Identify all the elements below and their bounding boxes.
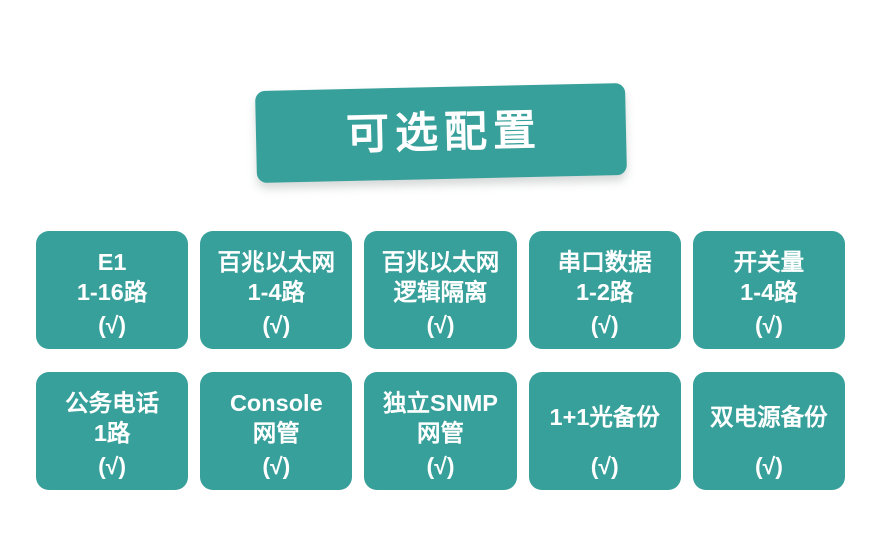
feature-card-text: 1+1光备份 [529, 382, 681, 455]
feature-card-line: 1-16路 [76, 278, 148, 305]
page-title: 可选配置 [345, 106, 543, 159]
check-mark-icon: (√) [98, 453, 127, 479]
feature-card-text: 双电源备份 [693, 382, 845, 455]
feature-card-grid: E1 1-16路 (√) 百兆以太网 1-4路 (√) 百兆以太网 逻辑隔离 (… [36, 231, 846, 490]
feature-card-line: 开关量 [733, 249, 805, 276]
feature-card-text: 百兆以太网 逻辑隔离 [364, 241, 516, 314]
feature-card-line: 网管 [252, 419, 300, 446]
feature-card-console-management[interactable]: Console 网管 (√) [200, 372, 353, 490]
check-mark-icon: (√) [754, 453, 783, 479]
check-mark-icon: (√) [262, 453, 291, 479]
check-mark-icon: (√) [590, 312, 619, 338]
feature-card-line: 串口数据 [557, 249, 652, 276]
feature-card-fast-ethernet[interactable]: 百兆以太网 1-4路 (√) [200, 231, 353, 349]
feature-card-switching-value[interactable]: 开关量 1-4路 (√) [692, 231, 846, 349]
feature-card-line: 独立SNMP [383, 390, 498, 417]
feature-card-line: 1-2路 [575, 278, 634, 305]
feature-card-e1[interactable]: E1 1-16路 (√) [36, 231, 189, 349]
check-mark-icon: (√) [262, 312, 291, 338]
section-banner-shape: 可选配置 [255, 82, 627, 184]
feature-card-line: 公务电话 [65, 390, 160, 417]
feature-card-line: 1-4路 [247, 278, 306, 305]
check-mark-icon: (√) [98, 312, 127, 338]
feature-card-text: Console 网管 [200, 382, 352, 455]
feature-card-line: 百兆以太网 [217, 249, 336, 276]
feature-card-ethernet-logical-isolation[interactable]: 百兆以太网 逻辑隔离 (√) [364, 231, 517, 349]
feature-card-line: 双电源备份 [710, 403, 828, 430]
feature-card-service-phone[interactable]: 公务电话 1路 (√) [36, 372, 189, 490]
feature-card-line: 网管 [417, 419, 464, 446]
check-mark-icon: (√) [590, 453, 619, 479]
feature-card-row-2: 公务电话 1路 (√) Console 网管 (√) 独立SNMP 网管 (√) [36, 372, 846, 490]
check-mark-icon: (√) [426, 312, 455, 338]
feature-card-text: 串口数据 1-2路 [529, 241, 681, 314]
feature-card-line: 1+1光备份 [549, 403, 660, 430]
check-mark-icon: (√) [426, 453, 455, 479]
check-mark-icon: (√) [754, 312, 783, 338]
feature-card-row-1: E1 1-16路 (√) 百兆以太网 1-4路 (√) 百兆以太网 逻辑隔离 (… [36, 231, 846, 349]
feature-card-line: 百兆以太网 [381, 249, 500, 276]
feature-card-dual-power-backup[interactable]: 双电源备份 (√) [692, 372, 846, 490]
feature-card-standalone-snmp-management[interactable]: 独立SNMP 网管 (√) [364, 372, 517, 490]
feature-card-line: 逻辑隔离 [393, 278, 488, 305]
feature-card-optical-1plus1-backup[interactable]: 1+1光备份 (√) [528, 372, 681, 490]
feature-card-line: Console [229, 390, 323, 417]
feature-card-serial-data[interactable]: 串口数据 1-2路 (√) [528, 231, 681, 349]
feature-card-text: 百兆以太网 1-4路 [200, 241, 352, 314]
feature-card-text: 独立SNMP 网管 [364, 382, 516, 455]
feature-card-text: 开关量 1-4路 [693, 241, 845, 314]
feature-card-text: E1 1-16路 [36, 241, 188, 314]
feature-card-line: 1-4路 [740, 278, 798, 305]
feature-card-text: 公务电话 1路 [36, 382, 188, 455]
feature-card-line: 1路 [93, 419, 131, 446]
section-banner: 可选配置 [255, 82, 627, 184]
feature-card-line: E1 [97, 249, 127, 276]
